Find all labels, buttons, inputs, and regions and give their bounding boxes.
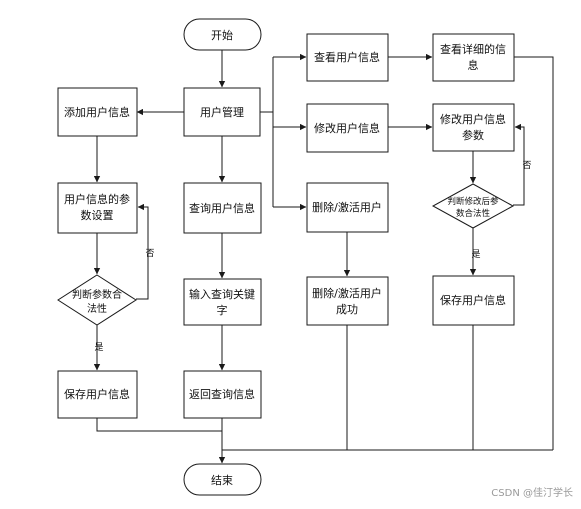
edge-validate-no-back — [136, 203, 149, 300]
node-validate: 判断参数合 法性 — [57, 274, 137, 326]
node-save-right-label: 保存用户信息 — [440, 293, 506, 307]
node-input-kw: 输入查询关键 字 — [183, 278, 262, 326]
node-view-detail-line1: 查看详细的信 — [440, 42, 506, 56]
edge-detail-down — [514, 56, 554, 450]
node-modify: 修改用户信息 — [306, 103, 389, 153]
node-validate-line1: 判断参数合 — [72, 288, 122, 301]
node-save-right: 保存用户信息 — [432, 275, 515, 326]
node-modify-param-line1: 修改用户信息 — [440, 112, 506, 126]
node-start-label: 开始 — [211, 28, 233, 42]
node-param-set-line2: 数设置 — [81, 209, 114, 222]
edge-saveleft-merge — [96, 418, 222, 432]
node-delete-ok: 删除/激活用户 成功 — [306, 276, 389, 326]
node-return-query-label: 返回查询信息 — [189, 387, 255, 401]
node-start: 开始 — [183, 18, 262, 51]
node-user-mgmt-label: 用户管理 — [200, 105, 244, 119]
node-query-label: 查询用户信息 — [189, 201, 255, 215]
node-param-set-line1: 用户信息的参 — [64, 192, 130, 206]
node-modify-param: 修改用户信息 参数 — [432, 103, 515, 152]
node-view-detail-line2: 息 — [468, 58, 479, 72]
edge-label-no-left: 否 — [145, 248, 154, 259]
node-view: 查看用户信息 — [306, 33, 389, 82]
node-user-mgmt: 用户管理 — [183, 87, 261, 137]
node-return-query: 返回查询信息 — [183, 370, 262, 419]
node-modify-param-line2: 参数 — [462, 128, 484, 142]
node-delete-ok-line2: 成功 — [336, 303, 358, 316]
node-validate-mod-line2: 数合法性 — [456, 208, 491, 219]
edge-label-no-right: 否 — [522, 160, 531, 171]
node-query: 查询用户信息 — [183, 182, 262, 234]
node-end-label: 结束 — [211, 474, 233, 487]
node-param-set: 用户信息的参 数设置 — [57, 182, 138, 234]
edge-label-yes-left: 是 — [94, 342, 103, 353]
node-view-label: 查看用户信息 — [314, 50, 380, 64]
node-view-detail: 查看详细的信 息 — [432, 33, 515, 82]
node-delete: 删除/激活用户 — [306, 182, 389, 233]
node-end: 结束 — [183, 463, 262, 496]
edges — [93, 50, 554, 464]
edge-label-yes-right: 是 — [471, 249, 480, 260]
node-validate-line2: 法性 — [87, 302, 107, 315]
node-save-left: 保存用户信息 — [57, 370, 138, 419]
node-add-user: 添加用户信息 — [57, 87, 138, 137]
node-save-left-label: 保存用户信息 — [64, 387, 130, 401]
node-input-kw-line1: 输入查询关键 — [189, 287, 255, 301]
node-add-user-label: 添加用户信息 — [64, 105, 130, 119]
node-input-kw-line2: 字 — [217, 303, 228, 317]
node-delete-label: 删除/激活用户 — [312, 200, 382, 214]
node-validate-mod-line1: 判断修改后参 — [447, 196, 499, 207]
node-modify-label: 修改用户信息 — [314, 121, 380, 135]
edge-validatemod-no-back — [513, 123, 525, 206]
watermark: CSDN @佳汀学长 — [491, 488, 573, 499]
node-delete-ok-line1: 删除/激活用户 — [312, 286, 382, 300]
node-validate-mod: 判断修改后参 数合法性 — [431, 183, 515, 229]
